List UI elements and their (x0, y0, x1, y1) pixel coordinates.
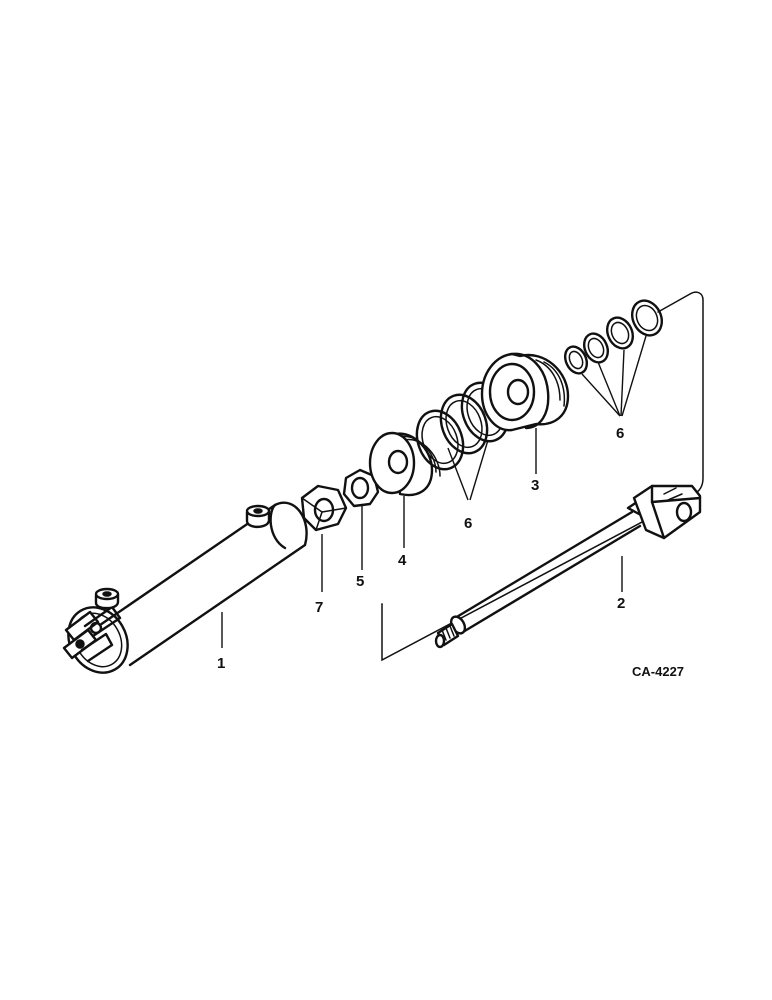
seal-rings-middle (415, 381, 510, 471)
leader-lines (221, 335, 647, 648)
callout-2: 2 (617, 595, 625, 612)
drawing-code: CA-4227 (632, 664, 684, 679)
callout-3: 3 (531, 477, 539, 494)
callout-4: 4 (398, 552, 407, 569)
callout-6-middle: 6 (464, 515, 472, 532)
callout-1: 1 (217, 655, 225, 672)
hex-nut (300, 484, 348, 532)
callout-6-upper: 6 (616, 425, 624, 442)
cylinder-barrel (62, 501, 308, 674)
lock-washer (342, 468, 380, 508)
cylinder-head-gland (480, 352, 570, 432)
piston (368, 431, 441, 497)
callout-5: 5 (356, 573, 364, 590)
callout-7: 7 (315, 599, 323, 616)
piston-rod (434, 484, 702, 649)
seal-rings-upper (563, 299, 663, 375)
